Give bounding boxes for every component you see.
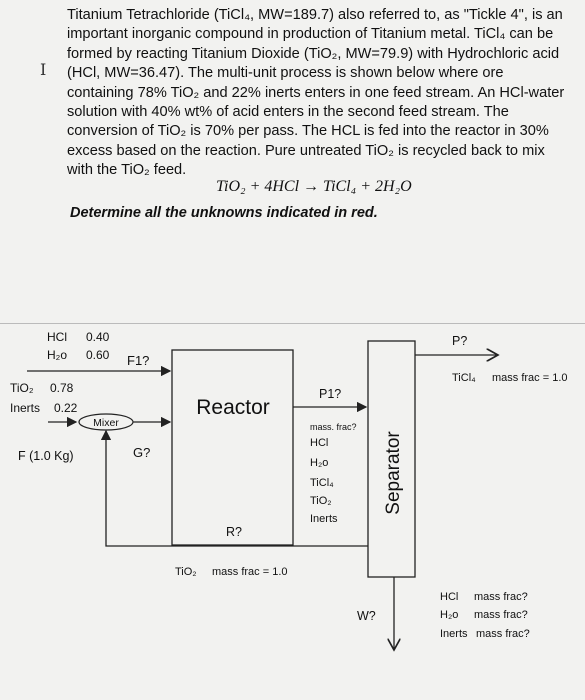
separator-label: Separator [383,431,404,515]
reactor-label: Reactor [196,396,270,419]
stream-p-label: P? [452,334,467,348]
p1-component-h2o: H₂o [310,457,328,469]
p1-component-ticl4: TiCl₄ [310,477,334,489]
waste-inerts-frac: mass frac? [476,628,530,640]
waste-inerts-label: Inerts [440,628,468,640]
p1-component-tio2: TiO₂ [310,495,332,507]
feed-ore-inerts-label: Inerts [10,401,40,415]
waste-h2o-frac: mass frac? [474,609,528,621]
feed-ore-tio2-label: TiO₂ [10,381,34,395]
waste-hcl-label: HCl [440,591,458,603]
text-cursor-icon: I [40,60,47,79]
stream-p1-label: P1? [319,387,341,401]
feed-ore-tio2-value: 0.78 [50,381,74,395]
feed-acid-hcl-value: 0.40 [86,330,110,344]
recycle-arrow [100,429,368,547]
task-instruction: Determine all the unknowns indicated in … [70,205,378,221]
mixer-label: Mixer [93,417,119,429]
separator-unit [367,340,416,578]
feed-acid-h2o-label: H₂o [47,348,67,362]
stream-f1-label: F1? [127,353,149,368]
feed-acid-hcl-label: HCl [47,330,67,344]
stream-g-label: G? [133,445,150,460]
feed-ore-inerts-value: 0.22 [54,401,78,415]
feed-ore-basis-label: F (1.0 Kg) [18,449,74,463]
reaction-equation: TiO₂ + 4HCl → TiCl₄ + 2H₂O [216,178,412,195]
recycle-massfrac-label: mass frac = 1.0 [212,566,288,578]
stream-w-label: W? [357,609,376,623]
p1-massfrac-note: mass. frac? [310,422,357,432]
product-ticl4-label: TiCl₄ [452,372,476,384]
reactor-unit [171,349,294,546]
section-divider [0,323,585,324]
p1-component-inerts: Inerts [310,513,338,525]
stream-r-label: R? [226,525,242,539]
recycle-tio2-label: TiO₂ [175,566,197,578]
waste-h2o-label: H₂o [440,609,458,621]
p1-component-hcl: HCl [310,437,328,449]
feed-acid-h2o-value: 0.60 [86,348,110,362]
problem-paragraph: Titanium Tetrachloride (TiCl₄, MW=189.7)… [67,7,565,179]
product-massfrac-label: mass frac = 1.0 [492,372,568,384]
waste-hcl-frac: mass frac? [474,591,528,603]
